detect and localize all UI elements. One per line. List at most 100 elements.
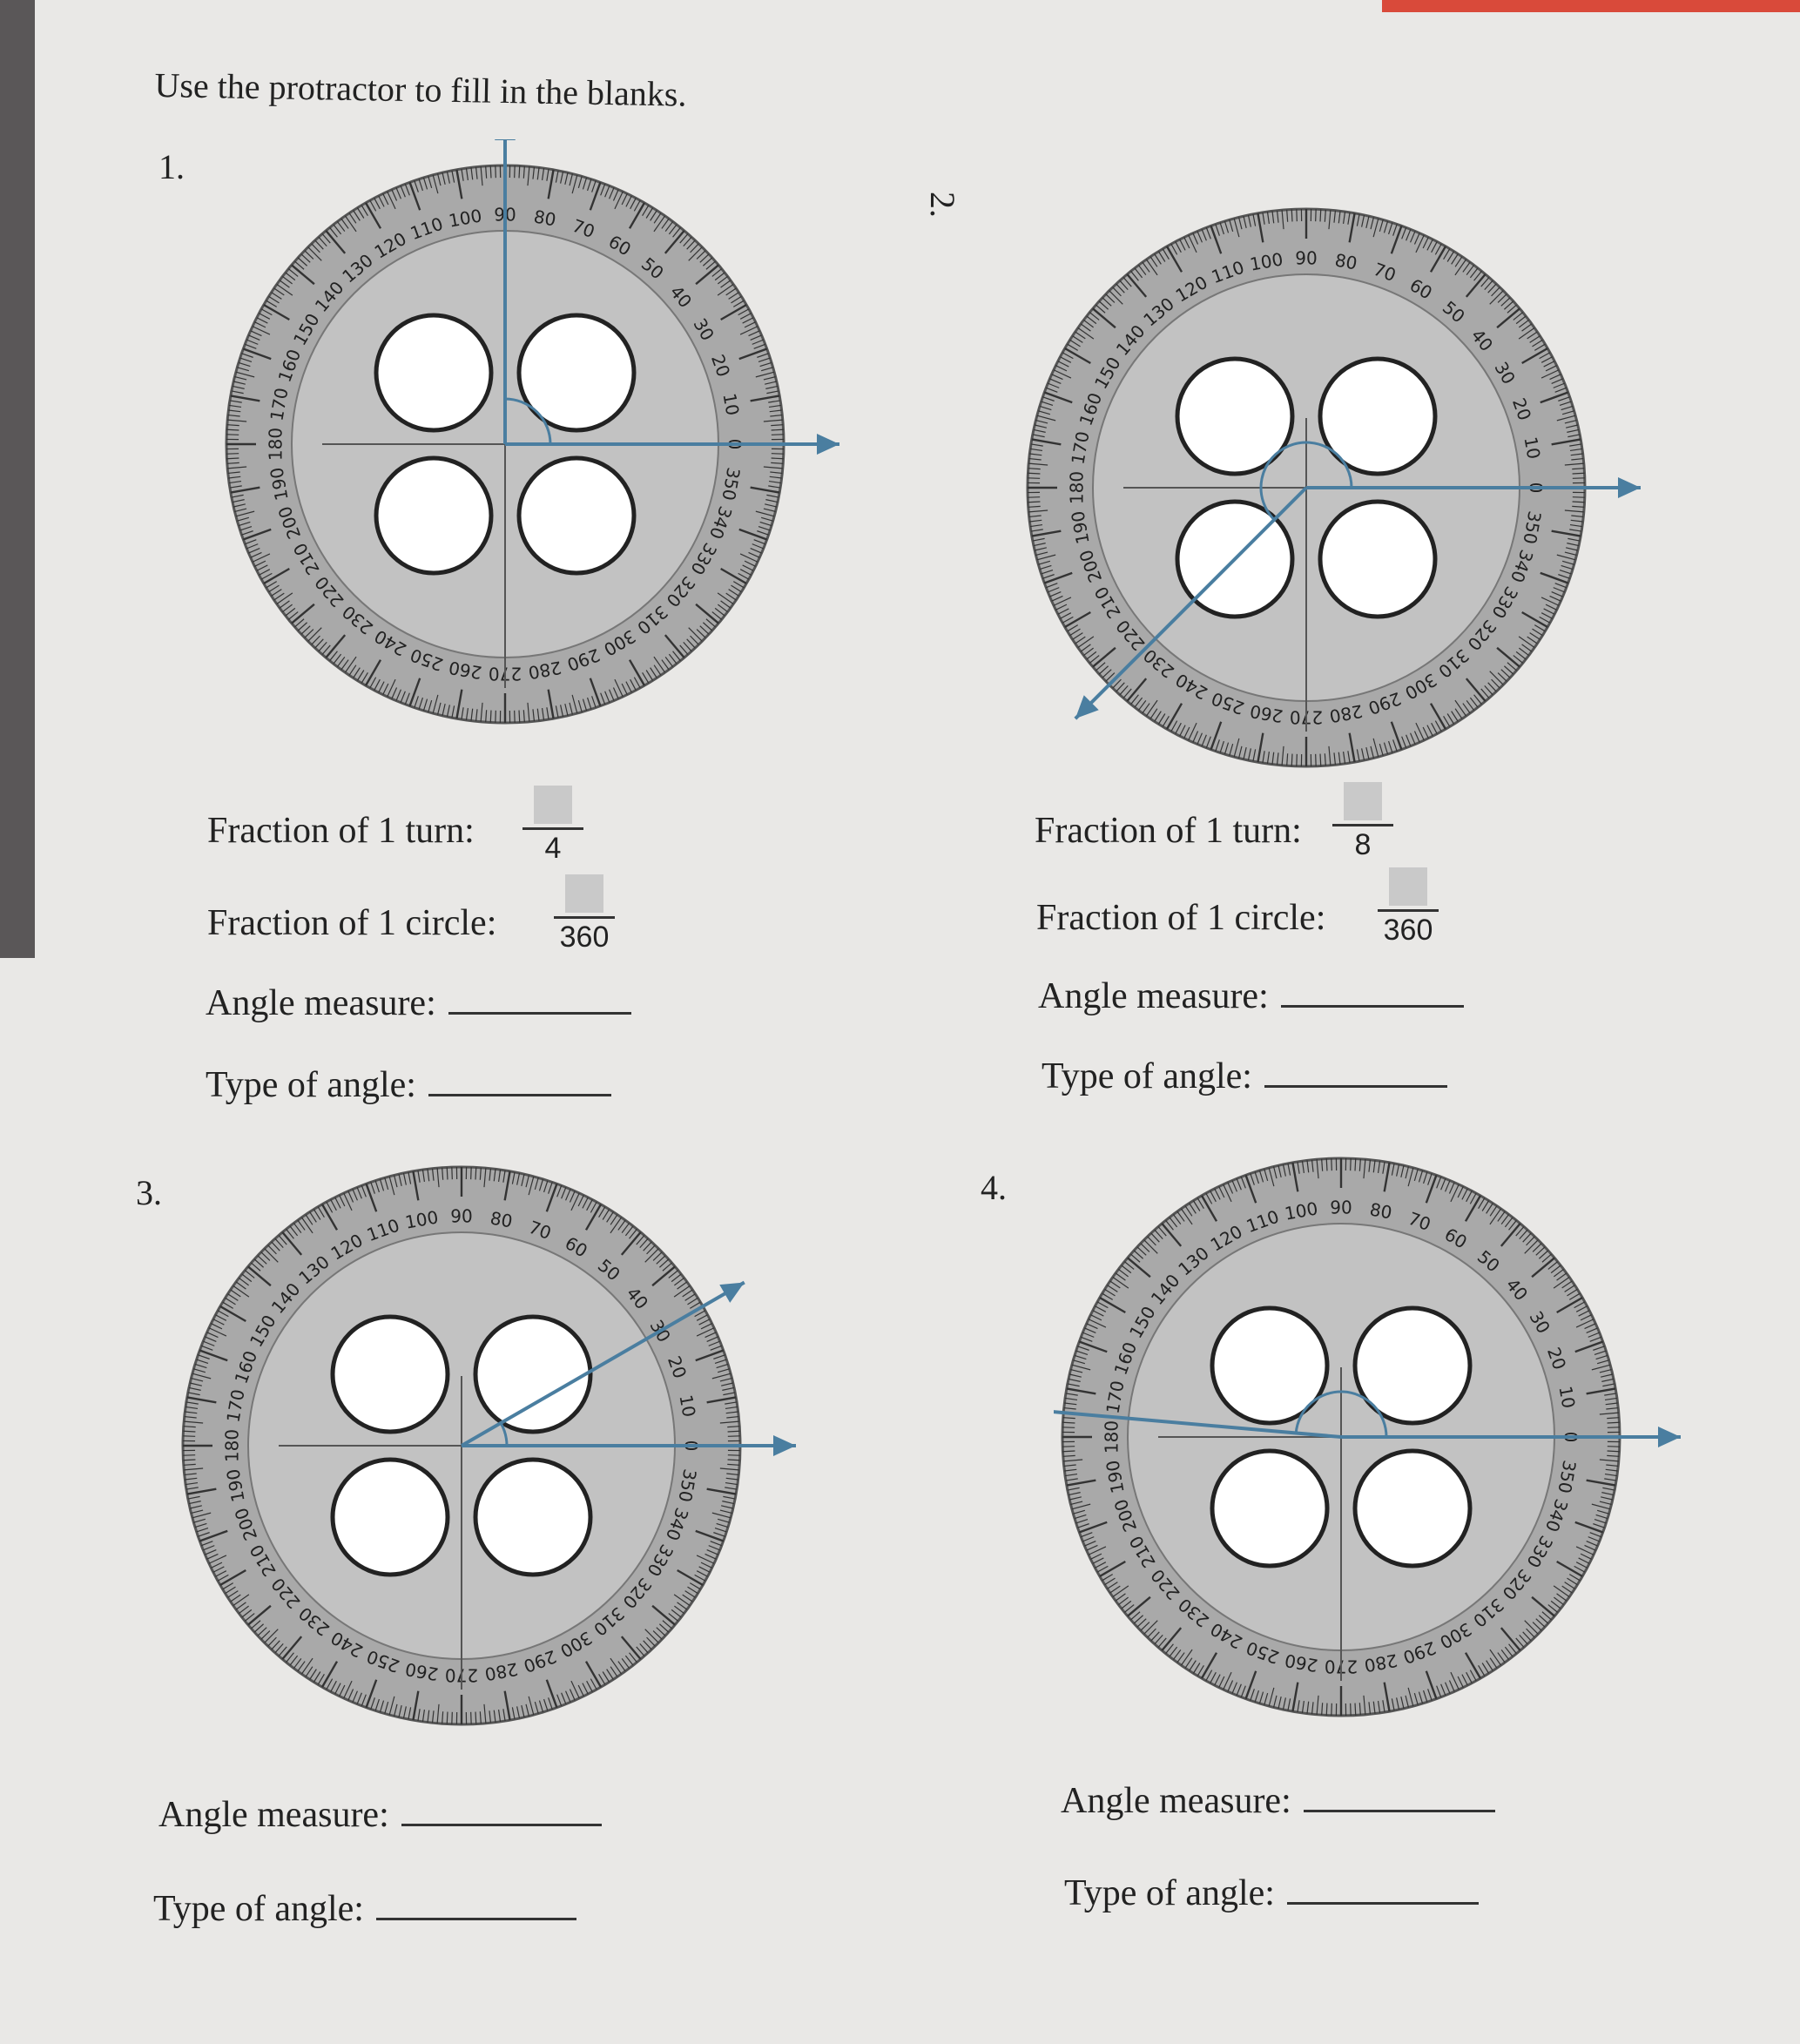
p3-tick — [320, 1661, 339, 1688]
p2-tick — [1551, 530, 1581, 537]
p2-tick — [1532, 628, 1543, 637]
p2-tick — [1521, 347, 1548, 365]
p4-tick — [1515, 1637, 1525, 1648]
problem-1-type-of-angle-blank[interactable] — [428, 1094, 611, 1096]
p3-tick — [198, 1532, 210, 1537]
p4-tick — [1104, 1577, 1116, 1586]
problem-2-fraction-circle-numerator-box[interactable] — [1389, 867, 1427, 906]
p3-tick — [442, 1167, 444, 1180]
problem-2-type-of-angle-blank[interactable] — [1264, 1085, 1447, 1088]
p1-tick — [748, 330, 760, 337]
problem-2-angle-measure-blank[interactable] — [1280, 1005, 1464, 1008]
problem-2-fraction-turn-numerator-box[interactable] — [1344, 782, 1382, 820]
p4-tick — [1095, 1305, 1107, 1312]
p4-tick — [1278, 1697, 1282, 1709]
problem-1-angle-measure-blank[interactable] — [448, 1012, 631, 1015]
problem-4-angle-measure-blank[interactable] — [1303, 1810, 1495, 1812]
p1-tick — [321, 644, 331, 655]
p2-tick — [1134, 697, 1143, 708]
p4-tick — [1568, 1292, 1581, 1300]
p3-tick — [309, 1669, 317, 1680]
problem-4-type-of-angle-blank[interactable] — [1286, 1902, 1479, 1905]
p1-tick — [536, 708, 540, 721]
p4-tick — [1604, 1473, 1617, 1477]
protractor-2: 0102030405060708090100110120130140150160… — [1026, 207, 1641, 768]
p4-tick — [1599, 1369, 1612, 1373]
problem-3-angle-measure-blank[interactable] — [401, 1824, 602, 1826]
p4-tick — [1297, 1700, 1300, 1713]
problem-1-fraction-circle-numerator-box[interactable] — [565, 874, 603, 913]
p2-tick — [1122, 688, 1132, 698]
p2-tick — [1434, 720, 1442, 732]
p3-tick — [192, 1512, 212, 1519]
problem-2-fraction-turn-label: Fraction of 1 turn: — [1035, 811, 1302, 851]
p4-tick — [1368, 1702, 1372, 1715]
p4-tick — [1063, 1407, 1076, 1410]
p4-tick — [1070, 1501, 1083, 1505]
p3-tick — [727, 1463, 740, 1466]
p2-tick — [1238, 745, 1243, 759]
p3-tick — [502, 1170, 506, 1183]
p1-tick — [688, 246, 703, 261]
p3-tick — [278, 1646, 287, 1656]
p1-tick — [300, 253, 311, 263]
p2-tick — [1473, 694, 1482, 705]
p4-tick — [1062, 1454, 1075, 1457]
p1-tick — [480, 702, 483, 722]
p4-tick — [1074, 1354, 1087, 1360]
p2-tick — [1454, 259, 1467, 276]
p3-tick — [222, 1582, 234, 1590]
p3-tick — [483, 1703, 487, 1724]
p1-tick — [586, 697, 592, 710]
p2-tick — [1387, 740, 1393, 753]
p3-tick — [431, 1168, 435, 1181]
p4-tick — [1457, 1186, 1464, 1198]
p2-scale-label: 10 — [1520, 435, 1544, 461]
p4-tick — [1363, 1159, 1366, 1179]
problem-3-type-of-angle-blank[interactable] — [375, 1918, 576, 1920]
p3-tick — [188, 1386, 201, 1391]
p2-tick — [1035, 424, 1047, 428]
p2-tick — [1165, 703, 1183, 730]
p2-tick — [1201, 734, 1207, 746]
p3-tick — [620, 1636, 642, 1660]
p2-tick — [1431, 722, 1438, 734]
p2-tick — [1451, 253, 1459, 265]
p4-tick — [1588, 1332, 1600, 1338]
problem-1-fraction-turn-numerator-box[interactable] — [534, 786, 572, 824]
p2-tick — [1096, 662, 1106, 671]
p4-hole — [1210, 1305, 1330, 1426]
p2-tick — [1049, 591, 1062, 597]
p2-tick — [1154, 711, 1162, 722]
p3-tick — [543, 1698, 549, 1711]
p3-tick — [267, 1245, 277, 1255]
p4-tick — [1321, 1703, 1324, 1716]
p2-tick — [1500, 669, 1511, 678]
p3-scale-label: 180 — [222, 1429, 243, 1462]
p2-tick — [1383, 742, 1389, 755]
p4-tick — [1065, 1478, 1078, 1481]
problem-2-type-of-angle-label: Type of angle: — [1042, 1056, 1252, 1096]
p4-tick — [1240, 1685, 1246, 1697]
p2-tick — [1271, 211, 1275, 224]
p4-tick — [1522, 1631, 1532, 1642]
p2-tick — [1370, 745, 1374, 759]
p4-tick — [1268, 1167, 1275, 1187]
p1-tick — [279, 280, 290, 288]
p3-tick — [446, 1711, 448, 1724]
p3-tick — [281, 1231, 303, 1256]
p3-tick — [662, 1262, 672, 1272]
problem-2-fraction-circle-denominator: 360 — [1383, 914, 1433, 947]
p4-tick — [1084, 1541, 1096, 1547]
p3-tick — [516, 1706, 521, 1719]
p4-tick — [1574, 1340, 1604, 1353]
p2-tick — [1229, 743, 1234, 756]
problem-3-angle-measure: Angle measure: — [158, 1794, 602, 1836]
p4-tick — [1258, 1170, 1264, 1183]
p1-tick — [465, 168, 469, 181]
p2-tick — [1039, 564, 1052, 570]
p1-tick — [231, 494, 244, 498]
p4-tick — [1589, 1336, 1601, 1342]
p4-tick — [1189, 1660, 1197, 1671]
p4-tick — [1607, 1454, 1620, 1457]
